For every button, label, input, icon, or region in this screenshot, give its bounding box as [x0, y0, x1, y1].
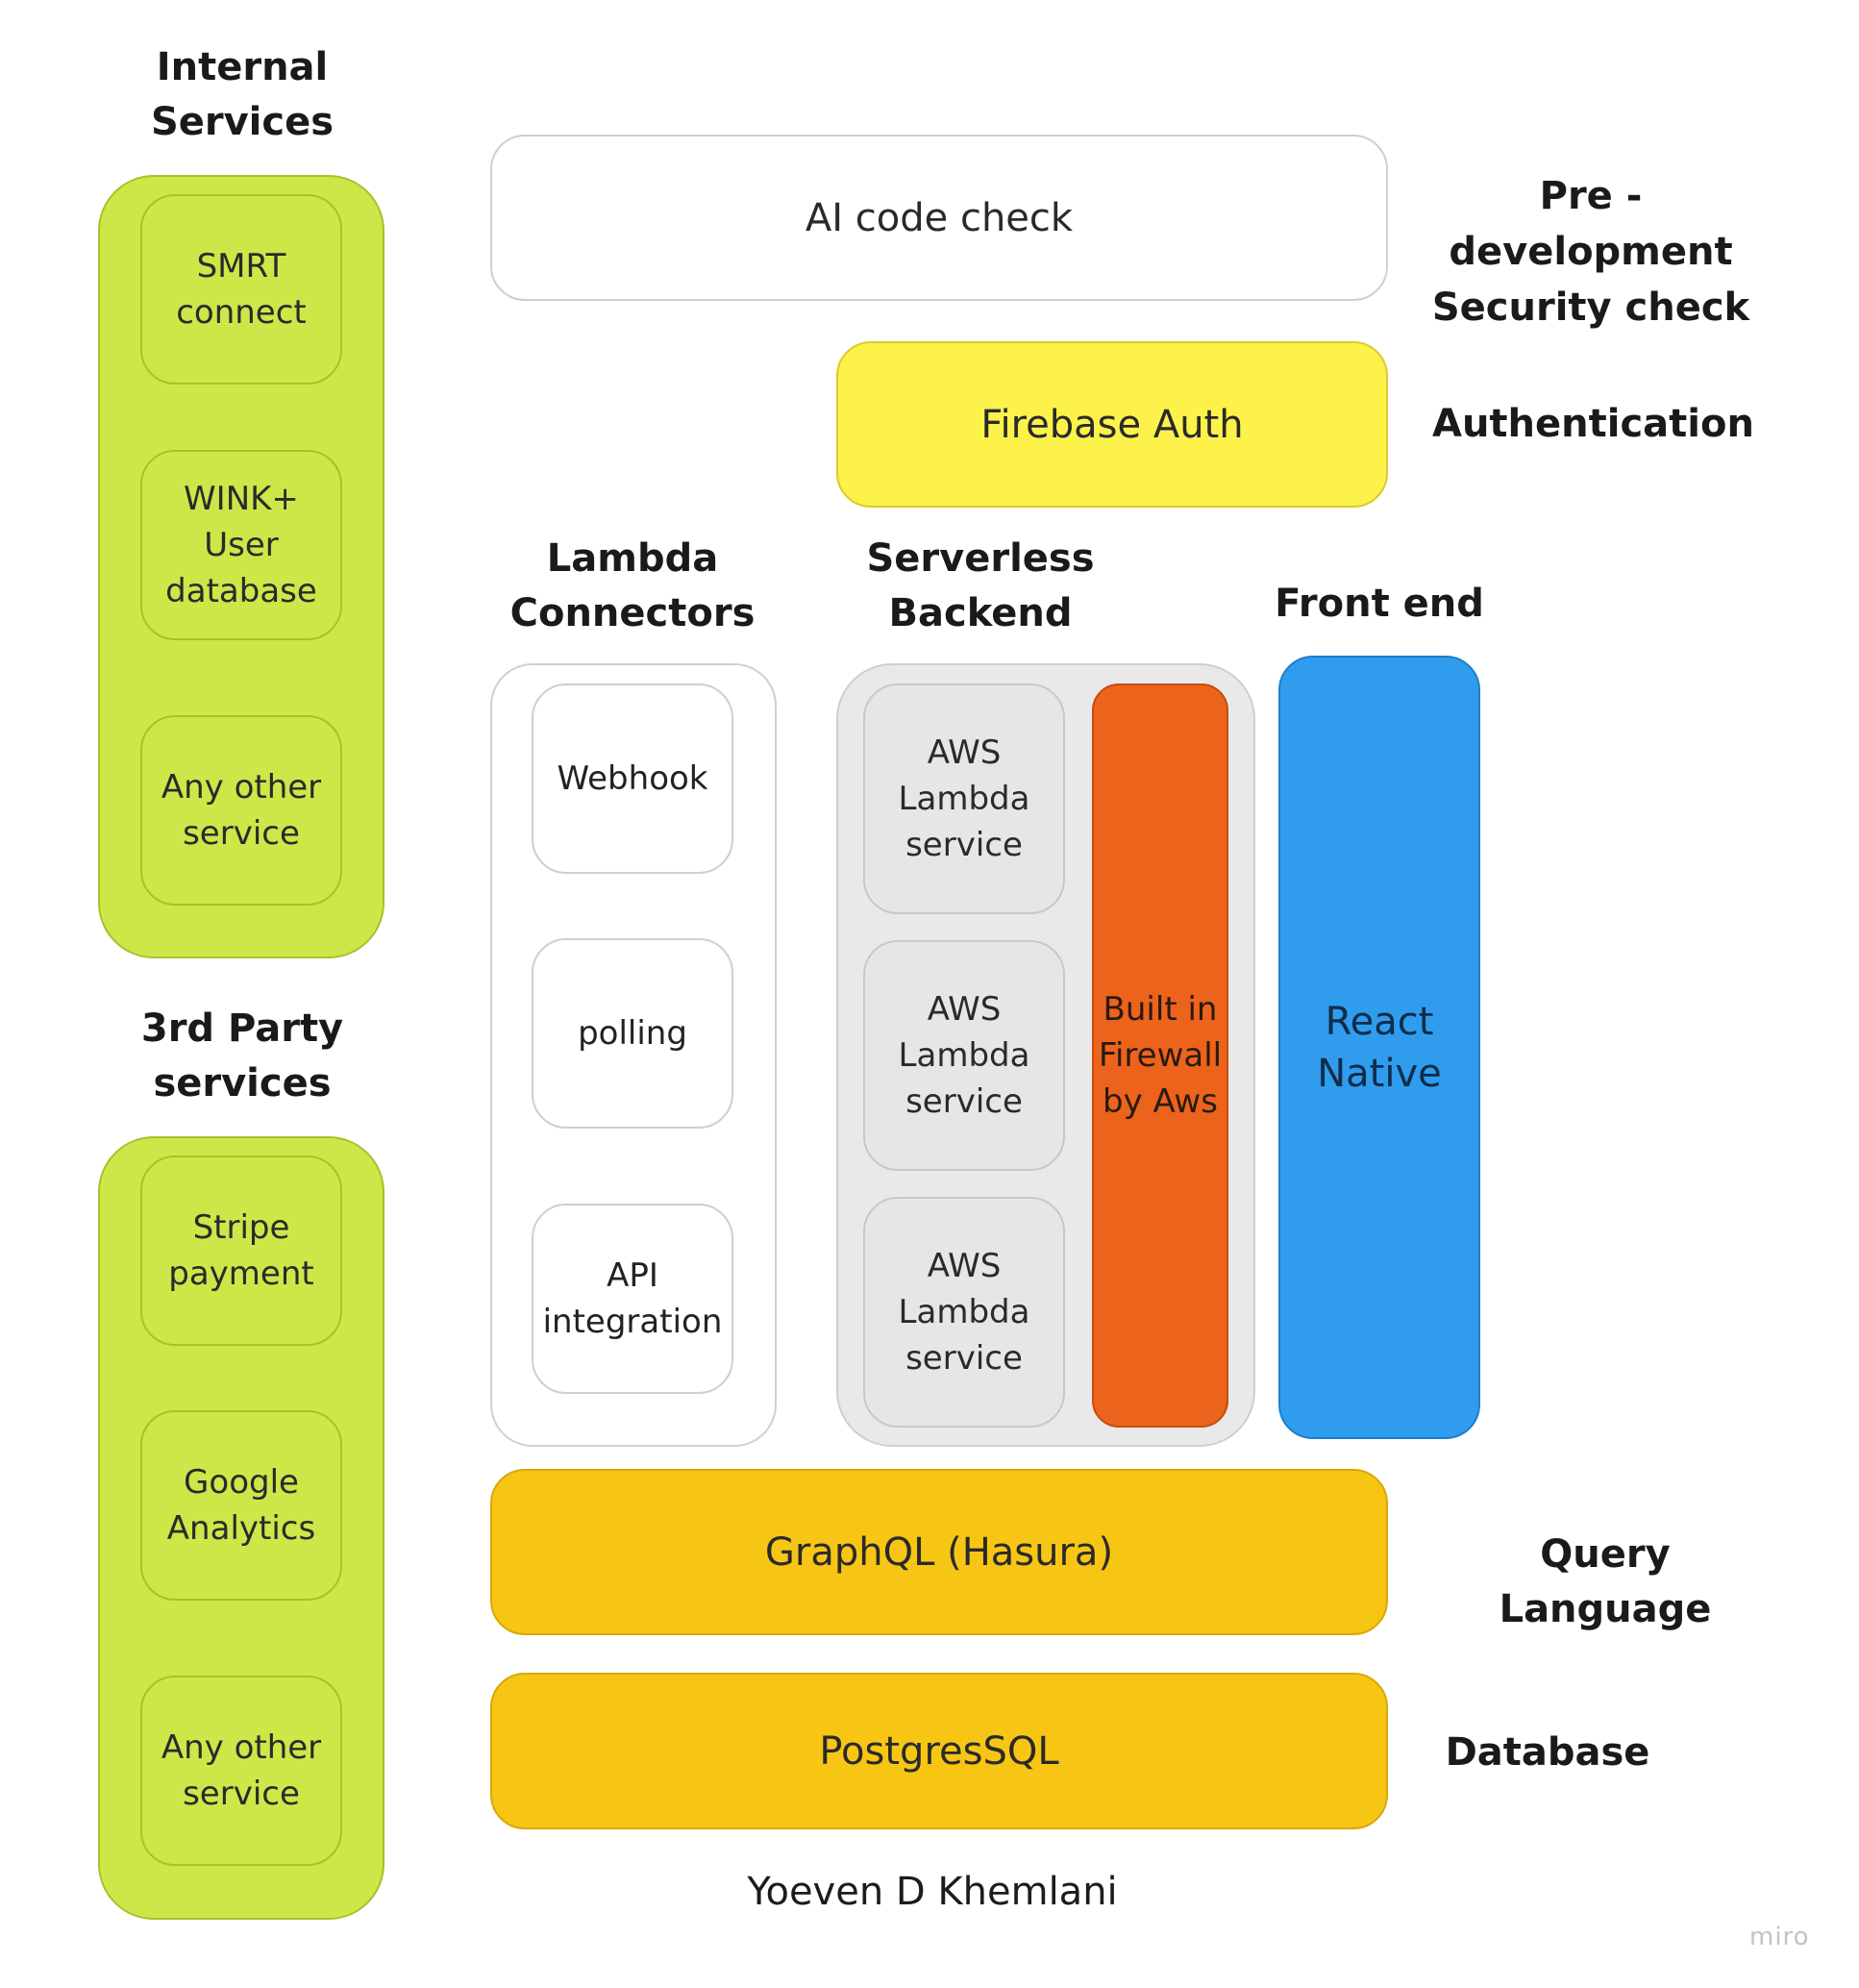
authentication-label: Authentication: [1432, 402, 1754, 446]
front-end-heading: Front end: [1275, 582, 1484, 626]
aws-lambda-service-3: AWS Lambda service: [863, 1197, 1065, 1428]
internal-services-heading: Internal Services: [150, 45, 335, 144]
internal-service-smrt-connect: SMRT connect: [140, 194, 342, 385]
react-native-front-end: React Native: [1278, 656, 1480, 1439]
database-label: Database: [1445, 1730, 1650, 1775]
internal-service-any-other: Any other service: [140, 715, 342, 906]
aws-lambda-service-1: AWS Lambda service: [863, 683, 1065, 914]
third-party-service-google-analytics: Google Analytics: [140, 1410, 342, 1601]
connector-webhook: Webhook: [532, 683, 733, 874]
internal-service-wink-user-database: WINK+ User database: [140, 450, 342, 640]
serverless-backend-heading: Serverless Backend: [866, 536, 1095, 635]
aws-firewall: Built in Firewall by Aws: [1092, 683, 1228, 1428]
aws-lambda-service-2: AWS Lambda service: [863, 940, 1065, 1171]
connector-polling: polling: [532, 938, 733, 1129]
connector-api-integration: API integration: [532, 1204, 733, 1394]
ai-code-check-layer: AI code check: [490, 135, 1388, 301]
third-party-service-any-other: Any other service: [140, 1676, 342, 1866]
graphql-hasura-layer: GraphQL (Hasura): [490, 1469, 1388, 1635]
query-language-label: Query Language: [1499, 1532, 1712, 1631]
third-party-services-heading: 3rd Party services: [140, 1006, 344, 1106]
lambda-connectors-heading: Lambda Connectors: [509, 536, 756, 635]
postgres-sql-layer: PostgresSQL: [490, 1673, 1388, 1829]
firebase-auth-layer: Firebase Auth: [836, 341, 1388, 508]
third-party-service-stripe: Stripe payment: [140, 1156, 342, 1346]
pre-development-security-check-label: Pre -development Security check: [1431, 174, 1750, 330]
miro-watermark: miro: [1749, 1923, 1810, 1951]
author-credit: Yoeven D Khemlani: [747, 1870, 1118, 1914]
